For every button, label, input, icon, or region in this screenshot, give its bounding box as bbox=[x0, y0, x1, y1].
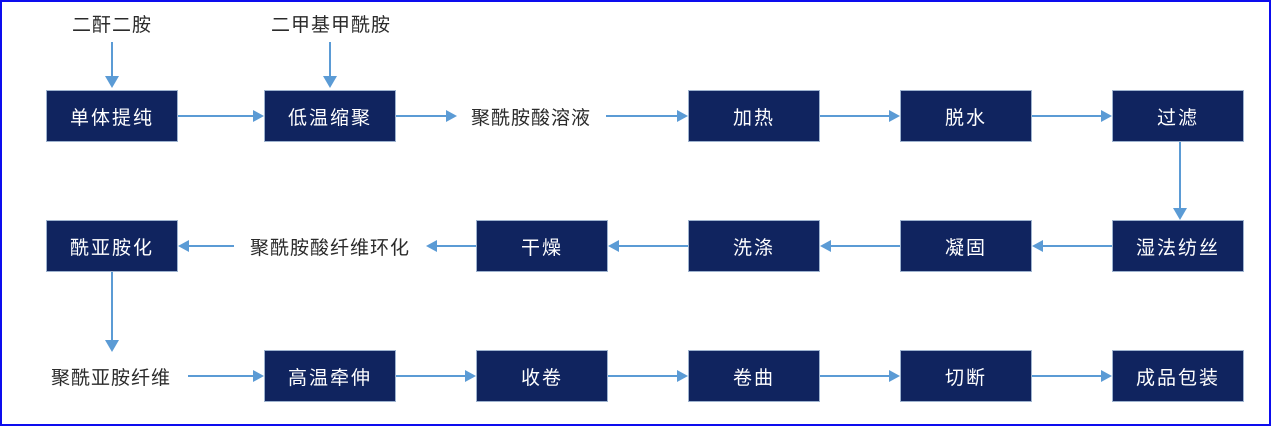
input-label-dianhydride-diamine: 二酐二胺 bbox=[71, 14, 152, 36]
material-label-polyamic-acid-solution: 聚酰胺酸溶液 bbox=[470, 107, 591, 129]
process-node-wet-spinning[interactable]: 湿法纺丝 bbox=[1112, 220, 1244, 272]
process-node-heating[interactable]: 加热 bbox=[688, 90, 820, 142]
process-node-drying[interactable]: 干燥 bbox=[476, 220, 608, 272]
material-label-polyamic-acid-fiber-cyclization: 聚酰胺酸纤维环化 bbox=[249, 237, 410, 259]
process-node-crimping[interactable]: 卷曲 bbox=[688, 350, 820, 402]
process-node-high-temperature-drawing[interactable]: 高温牵伸 bbox=[264, 350, 396, 402]
material-label-polyimide-fiber: 聚酰亚胺纤维 bbox=[50, 367, 171, 389]
process-node-finished-product-packaging[interactable]: 成品包装 bbox=[1112, 350, 1244, 402]
process-node-winding[interactable]: 收卷 bbox=[476, 350, 608, 402]
process-node-low-temp-polycondensation[interactable]: 低温缩聚 bbox=[264, 90, 396, 142]
process-node-cutting[interactable]: 切断 bbox=[900, 350, 1032, 402]
process-node-filtration[interactable]: 过滤 bbox=[1112, 90, 1244, 142]
process-node-monomer-purification[interactable]: 单体提纯 bbox=[46, 90, 178, 142]
process-node-imidization[interactable]: 酰亚胺化 bbox=[46, 220, 178, 272]
process-node-washing[interactable]: 洗涤 bbox=[688, 220, 820, 272]
input-label-dmf: 二甲基甲酰胺 bbox=[270, 14, 391, 36]
process-node-dehydration[interactable]: 脱水 bbox=[900, 90, 1032, 142]
process-node-coagulation[interactable]: 凝固 bbox=[900, 220, 1032, 272]
